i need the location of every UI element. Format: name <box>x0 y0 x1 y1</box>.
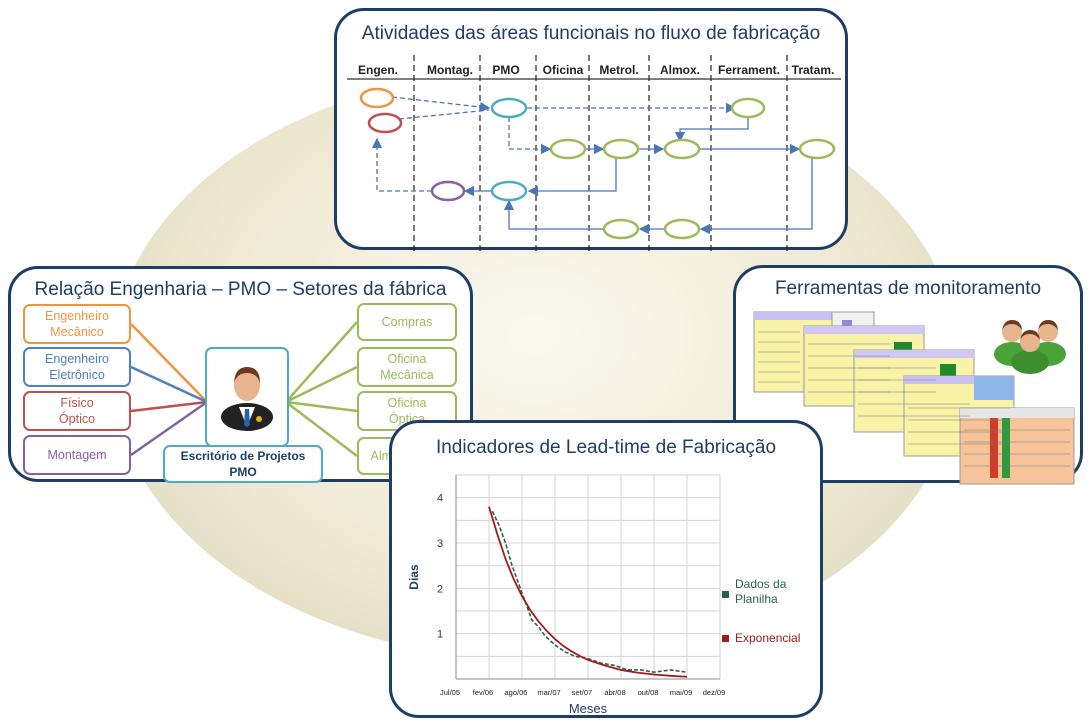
activity-node <box>602 218 640 240</box>
relation-lines <box>130 321 358 457</box>
businessman-icon <box>221 367 273 431</box>
lane-label: Almox. <box>659 63 700 77</box>
pmo-label-box: Escritório de Projetos PMO <box>163 445 323 483</box>
x-tick-label: Jul/05 <box>440 688 460 697</box>
x-tick-label: fev/06 <box>473 688 493 697</box>
flow-arrow <box>371 137 432 192</box>
legend-swatch <box>722 635 729 642</box>
x-tick-label: mai/09 <box>670 688 693 697</box>
x-tick-label: dez/09 <box>703 688 726 697</box>
role-label: Engenheiro Eletrônico <box>45 352 109 382</box>
flow-diagram <box>347 55 841 251</box>
right-sector-box: Oficina Óptica <box>357 391 457 431</box>
flow-arrow <box>508 117 552 155</box>
x-tick-label: out/08 <box>638 688 659 697</box>
pmo-label: Escritório de Projetos PMO <box>180 449 306 479</box>
right-sector-box: Compras <box>357 303 457 341</box>
spreadsheet-icon <box>753 311 1075 485</box>
left-role-box: Físico Óptico <box>23 391 131 431</box>
series-line <box>491 510 688 674</box>
y-axis-label: Dias <box>407 564 421 590</box>
y-tick-label: 4 <box>437 493 443 505</box>
relation-title: Relação Engenharia – PMO – Setores da fá… <box>34 279 447 300</box>
legend-label: Dados da Planilha <box>735 577 787 606</box>
lane-label: Metrol. <box>599 63 639 77</box>
right-sector-box: Oficina Mecânica <box>357 347 457 387</box>
y-tick-label: 2 <box>437 583 443 595</box>
left-role-box: Engenheiro Mecânico <box>23 304 131 344</box>
activity-node <box>367 112 403 134</box>
sector-label: Oficina Mecânica <box>380 352 434 382</box>
activity-node <box>490 180 528 202</box>
legend-item-exp: Exponencial <box>722 631 800 646</box>
lead-time-chart: Jul/05 fev/06 ago/06 mar/07 set/07 abr/08 out/… <box>407 474 726 716</box>
flow-arrow <box>699 157 813 235</box>
role-label: Físico Óptico <box>58 396 96 426</box>
role-label: Montagem <box>47 448 107 462</box>
activity-node <box>602 138 640 160</box>
activity-node <box>798 138 836 160</box>
activity-node <box>490 97 528 119</box>
activities-panel: Atividades das áreas funcionais no fluxo… <box>334 8 848 251</box>
sector-label: Compras <box>381 315 433 329</box>
flow-arrow <box>398 109 490 120</box>
x-axis-label: Meses <box>569 701 608 716</box>
lane-label: Montag. <box>427 63 473 77</box>
y-tick-label: 3 <box>437 538 443 550</box>
activities-title: Atividades das áreas funcionais no fluxo… <box>361 23 821 44</box>
monitor-panel: Ferramentas de monitoramento <box>733 265 1083 485</box>
y-tick-label: 1 <box>437 629 443 641</box>
monitor-title: Ferramentas de monitoramento <box>774 278 1042 299</box>
activity-node <box>663 218 701 240</box>
legend-label: Exponencial <box>735 631 801 645</box>
flow-arrow <box>674 117 749 143</box>
x-tick-label: ago/06 <box>505 688 528 697</box>
x-tick-label: mar/07 <box>537 688 560 697</box>
series-line <box>488 506 688 678</box>
user-group-icon <box>994 320 1066 374</box>
activity-node <box>430 180 466 202</box>
activity-node <box>359 87 395 109</box>
role-label: Engenheiro Mecânico <box>45 309 109 339</box>
legend-item-data: Dados da Planilha <box>722 577 799 607</box>
left-role-box: Engenheiro Eletrônico <box>23 347 131 387</box>
flow-arrow <box>391 96 491 113</box>
x-tick-label: abr/08 <box>604 688 625 697</box>
legend-swatch <box>722 591 729 598</box>
flow-arrow <box>503 199 603 230</box>
lane-label: Oficina <box>542 63 584 77</box>
activity-node <box>663 138 701 160</box>
x-tick-label: set/07 <box>572 688 592 697</box>
activity-node <box>730 97 766 119</box>
left-role-box: Montagem <box>23 435 131 475</box>
lane-label: Tratam. <box>791 63 835 77</box>
lane-label: Engen. <box>357 63 398 77</box>
activity-node <box>549 138 587 160</box>
lane-label: PMO <box>492 63 520 77</box>
flow-arrow <box>527 157 617 197</box>
indicators-title: Indicadores de Lead-time de Fabricação <box>435 437 777 458</box>
indicators-panel: Indicadores de Lead-time de Fabricação J… <box>389 420 823 718</box>
lane-label: Ferrament. <box>717 63 781 77</box>
